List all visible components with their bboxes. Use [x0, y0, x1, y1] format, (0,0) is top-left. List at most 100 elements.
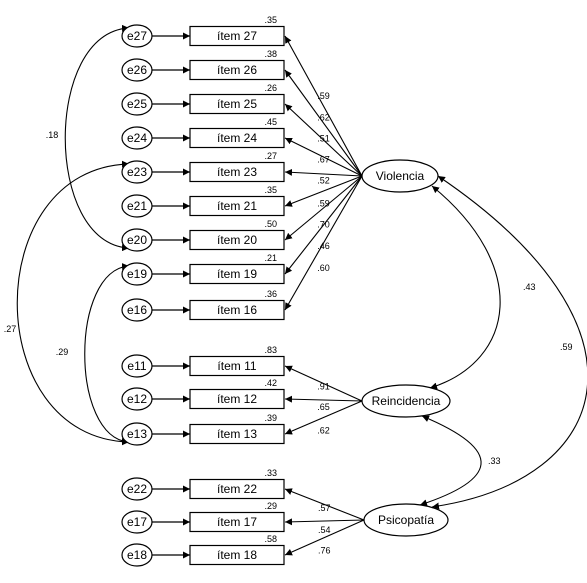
error-label: e12	[127, 392, 147, 406]
error-label: e21	[127, 199, 147, 213]
r-squared-label: .26	[264, 83, 277, 93]
correlation-label: .33	[488, 456, 501, 466]
error-label: e16	[127, 303, 147, 317]
error-term-ellipse	[121, 228, 153, 252]
error-label: e19	[127, 267, 147, 281]
item-box	[189, 59, 285, 81]
factor-label: Psicopatía	[378, 513, 434, 527]
correlation-label: .59	[560, 342, 573, 352]
loading-arrow	[284, 137, 363, 177]
error-label: e27	[127, 29, 147, 43]
item-box	[189, 195, 285, 217]
error-term-ellipse	[121, 24, 153, 48]
factor-correlation-curve	[431, 175, 587, 510]
error-term-ellipse	[121, 477, 153, 501]
loading-label: .46	[317, 241, 330, 251]
loading-arrow	[284, 168, 363, 177]
item-label: ítem 13	[217, 427, 257, 441]
r-squared-label: .58	[264, 534, 277, 544]
error-covariance-curve	[16, 160, 130, 446]
loading-label: .62	[317, 112, 330, 122]
loading-label: .62	[317, 425, 330, 435]
item-label: ítem 25	[217, 97, 257, 111]
error-label: e17	[127, 515, 147, 529]
loading-arrow	[284, 35, 363, 177]
error-term-ellipse	[121, 298, 153, 322]
item-label: ítem 21	[217, 199, 257, 213]
item-box	[189, 423, 285, 445]
loading-label: .59	[317, 91, 330, 101]
item-box	[189, 263, 285, 285]
loading-label: .52	[317, 176, 330, 186]
r-squared-label: .35	[264, 185, 277, 195]
item-label: ítem 17	[217, 515, 257, 529]
loading-label: .51	[317, 133, 330, 143]
item-box	[189, 93, 285, 115]
error-term-ellipse	[121, 160, 153, 184]
item-box	[189, 161, 285, 183]
item-box	[189, 229, 285, 251]
error-term-ellipse	[121, 126, 153, 150]
r-squared-label: .27	[264, 151, 277, 161]
latent-factor-ellipse	[361, 384, 451, 418]
loading-arrow	[284, 175, 363, 311]
error-term-ellipse	[121, 543, 153, 567]
error-term-ellipse	[121, 422, 153, 446]
item-label: ítem 18	[217, 548, 257, 562]
factor-label: Violencia	[376, 169, 425, 183]
factor-correlation-curve	[419, 415, 482, 507]
item-label: ítem 12	[217, 392, 257, 406]
error-term-ellipse	[121, 387, 153, 411]
error-label: e25	[127, 97, 147, 111]
error-label: e18	[127, 548, 147, 562]
nodes-layer	[121, 24, 451, 567]
factor-label: Reincidencia	[372, 394, 441, 408]
covariance-label: .18	[46, 130, 59, 140]
error-label: e22	[127, 482, 147, 496]
error-label: e24	[127, 131, 147, 145]
item-label: ítem 27	[217, 29, 257, 43]
covariance-label: .27	[4, 324, 17, 334]
error-term-ellipse	[121, 58, 153, 82]
error-label: e13	[127, 427, 147, 441]
loading-label: .76	[318, 546, 331, 556]
loading-label: .70	[317, 220, 330, 230]
loading-label: .65	[317, 402, 330, 412]
error-term-ellipse	[121, 510, 153, 534]
loading-label: .91	[317, 381, 330, 391]
item-label: ítem 22	[217, 482, 257, 496]
covariance-label: .29	[56, 347, 69, 357]
loading-label: .67	[317, 154, 330, 164]
r-squared-label: .50	[264, 219, 277, 229]
item-label: ítem 26	[217, 63, 257, 77]
correlation-label: .43	[523, 282, 536, 292]
loading-arrow	[284, 365, 363, 402]
loading-arrow	[284, 69, 363, 177]
item-box	[189, 511, 285, 533]
error-label: e26	[127, 63, 147, 77]
item-box	[189, 355, 285, 377]
loading-arrow	[284, 488, 365, 521]
item-label: ítem 16	[217, 303, 257, 317]
r-squared-label: .29	[264, 501, 277, 511]
item-label: ítem 23	[217, 165, 257, 179]
item-box	[189, 544, 285, 566]
loading-arrow	[284, 518, 365, 526]
r-squared-label: .21	[264, 253, 277, 263]
item-box	[189, 299, 285, 321]
loading-arrow	[284, 400, 363, 435]
loading-arrow	[284, 395, 363, 403]
factor-correlation-curve	[429, 185, 501, 390]
loading-label: .59	[317, 199, 330, 209]
error-label: e20	[127, 233, 147, 247]
item-label: ítem 11	[217, 359, 256, 373]
item-box	[189, 388, 285, 410]
error-covariance-curve	[84, 263, 130, 445]
edges-layer	[16, 24, 587, 559]
loading-label: .54	[318, 525, 331, 535]
item-label: ítem 24	[217, 131, 257, 145]
error-label: e23	[127, 165, 147, 179]
r-squared-label: .35	[264, 15, 277, 25]
